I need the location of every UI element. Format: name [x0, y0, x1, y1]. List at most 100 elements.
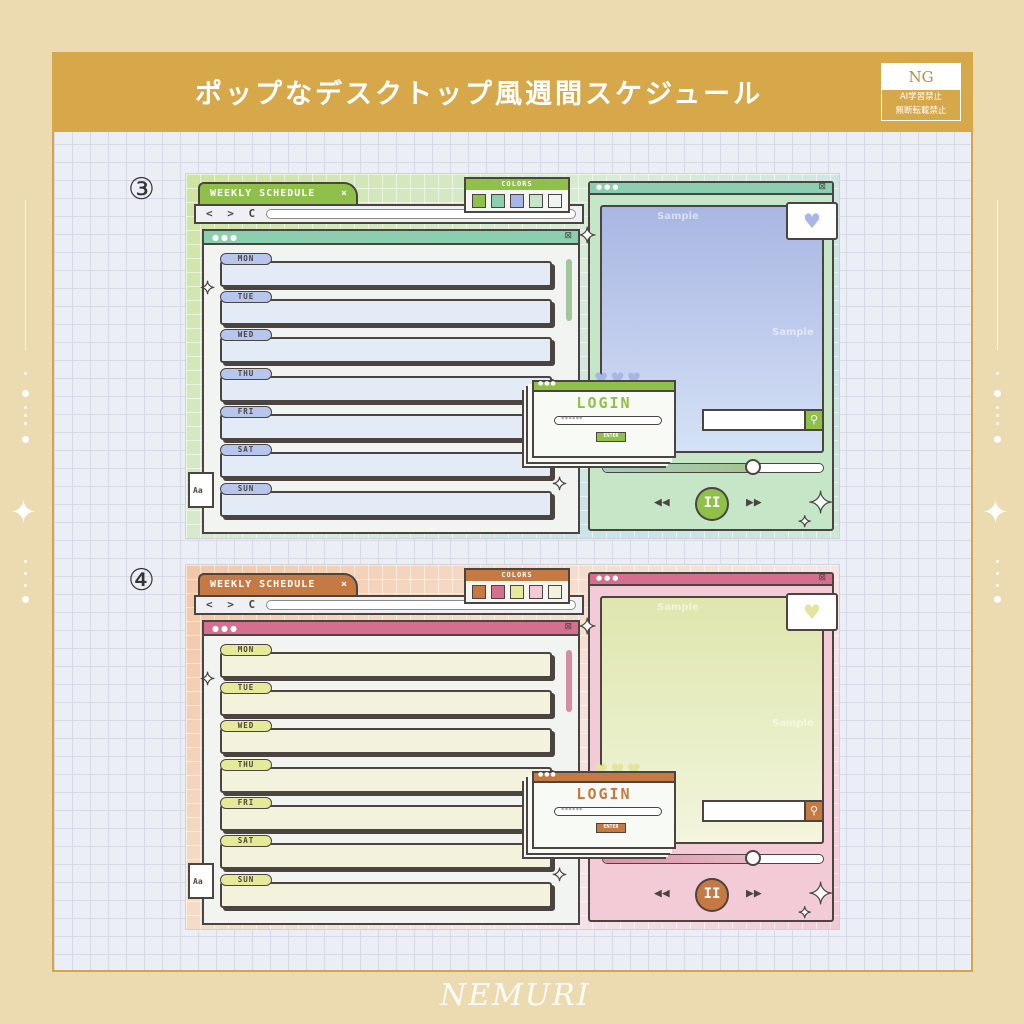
day-label: SUN — [220, 483, 272, 495]
day-input[interactable] — [220, 652, 552, 678]
day-label: FRI — [220, 406, 272, 418]
url-field[interactable] — [266, 600, 576, 610]
brand-signature: NEMURI — [440, 978, 591, 1013]
day-row-mon: MON — [220, 644, 554, 678]
day-input[interactable] — [220, 299, 552, 325]
page-title: ポップなデスクトップ風週間スケジュール — [195, 79, 764, 110]
color-swatch[interactable] — [510, 585, 524, 599]
window-dots-icon: ●●● — [596, 574, 621, 582]
seek-bar[interactable] — [602, 459, 824, 475]
search-input[interactable]: ⚲ — [702, 409, 824, 431]
day-row-fri: FRI — [220, 797, 554, 831]
day-input[interactable] — [220, 337, 552, 363]
close-icon[interactable]: ⊠ — [818, 182, 826, 192]
template-number-4: ④ — [128, 563, 155, 598]
pause-button[interactable]: II — [695, 878, 729, 912]
search-icon[interactable]: ⚲ — [804, 409, 824, 431]
template-number-3: ③ — [128, 172, 155, 207]
window-dots-icon: ●●● — [538, 380, 557, 387]
prev-icon[interactable]: ◀◀ — [654, 886, 670, 901]
sparkle-icon: ✦ — [551, 864, 568, 886]
day-input[interactable] — [220, 491, 552, 517]
schedule-window: ●●●⊠ MON TUE WED THU FRI SAT SUN — [202, 229, 580, 534]
heart-icon: ♥ — [786, 593, 838, 631]
window-dots-icon: ●●● — [212, 624, 239, 633]
day-label: THU — [220, 368, 272, 380]
day-input[interactable] — [220, 805, 552, 831]
weekly-schedule-tab[interactable]: WEEKLY SCHEDULE× — [198, 573, 358, 595]
color-swatch[interactable] — [529, 194, 543, 208]
day-row-mon: MON — [220, 253, 554, 287]
day-input[interactable] — [220, 843, 552, 869]
colors-title: COLORS — [466, 570, 568, 581]
enter-button[interactable]: ENTER — [596, 823, 626, 833]
prev-icon[interactable]: ◀◀ — [654, 495, 670, 510]
password-field[interactable]: ****** — [554, 416, 662, 425]
colors-palette: COLORS — [464, 568, 570, 604]
day-input[interactable] — [220, 767, 552, 793]
scrollbar[interactable] — [566, 259, 572, 321]
nav-arrows-icon[interactable]: < > C — [206, 207, 260, 220]
color-swatch[interactable] — [491, 585, 505, 599]
search-icon[interactable]: ⚲ — [804, 800, 824, 822]
colors-title: COLORS — [466, 179, 568, 190]
color-swatch[interactable] — [472, 585, 486, 599]
watermark: Sample — [657, 602, 699, 613]
next-icon[interactable]: ▶▶ — [746, 886, 762, 901]
nav-arrows-icon[interactable]: < > C — [206, 598, 260, 611]
search-input[interactable]: ⚲ — [702, 800, 824, 822]
color-swatch[interactable] — [529, 585, 543, 599]
day-input[interactable] — [220, 882, 552, 908]
color-swatch[interactable] — [548, 194, 562, 208]
color-swatch[interactable] — [472, 194, 486, 208]
next-icon[interactable]: ▶▶ — [746, 495, 762, 510]
day-row-sun: SUN — [220, 483, 554, 517]
color-swatch[interactable] — [510, 194, 524, 208]
ng-label: NG — [882, 64, 960, 90]
day-row-thu: THU — [220, 759, 554, 793]
login-title: LOGIN — [576, 785, 632, 803]
day-input[interactable] — [220, 728, 552, 754]
pause-button[interactable]: II — [695, 487, 729, 521]
day-label: TUE — [220, 682, 272, 694]
ng-line-1: AI学習禁止 — [899, 92, 943, 102]
day-input[interactable] — [220, 376, 552, 402]
close-icon[interactable]: ⊠ — [564, 622, 572, 632]
day-input[interactable] — [220, 414, 552, 440]
color-swatch[interactable] — [548, 585, 562, 599]
schedule-window: ●●●⊠ MON TUE WED THU FRI SAT SUN — [202, 620, 580, 925]
sparkle-icon: ✦ — [797, 511, 812, 531]
scrollbar[interactable] — [566, 650, 572, 712]
right-ornament: ✦ — [982, 200, 1009, 620]
close-icon[interactable]: × — [340, 579, 348, 590]
day-label: FRI — [220, 797, 272, 809]
enter-button[interactable]: ENTER — [596, 432, 626, 442]
close-icon[interactable]: ⊠ — [818, 573, 826, 583]
day-row-wed: WED — [220, 720, 554, 754]
close-icon[interactable]: ⊠ — [564, 231, 572, 241]
sparkle-icon: ✦ — [10, 493, 37, 531]
day-label: SAT — [220, 835, 272, 847]
color-swatch[interactable] — [491, 194, 505, 208]
day-input[interactable] — [220, 690, 552, 716]
font-icon: Aa — [188, 472, 214, 508]
password-field[interactable]: ****** — [554, 807, 662, 816]
sparkle-icon: ✦ — [982, 493, 1009, 531]
watermark: Sample — [657, 211, 699, 222]
template-preview-4: WEEKLY SCHEDULE× < > C COLORS ●●● ⊠ MON T… — [185, 564, 840, 930]
window-dots-icon: ●●● — [596, 183, 621, 191]
seek-knob[interactable] — [745, 850, 761, 866]
header-banner — [52, 52, 973, 132]
url-field[interactable] — [266, 209, 576, 219]
day-row-tue: TUE — [220, 682, 554, 716]
day-row-wed: WED — [220, 329, 554, 363]
login-window: ●●● LOGIN ****** ENTER — [532, 771, 676, 849]
template-preview-3: WEEKLY SCHEDULE× < > C COLORS ●●● ⊠ MON T… — [185, 173, 840, 539]
day-input[interactable] — [220, 452, 552, 478]
close-icon[interactable]: × — [340, 188, 348, 199]
left-ornament: ✦ — [10, 200, 37, 620]
weekly-schedule-tab[interactable]: WEEKLY SCHEDULE× — [198, 182, 358, 204]
day-input[interactable] — [220, 261, 552, 287]
seek-bar[interactable] — [602, 850, 824, 866]
seek-knob[interactable] — [745, 459, 761, 475]
